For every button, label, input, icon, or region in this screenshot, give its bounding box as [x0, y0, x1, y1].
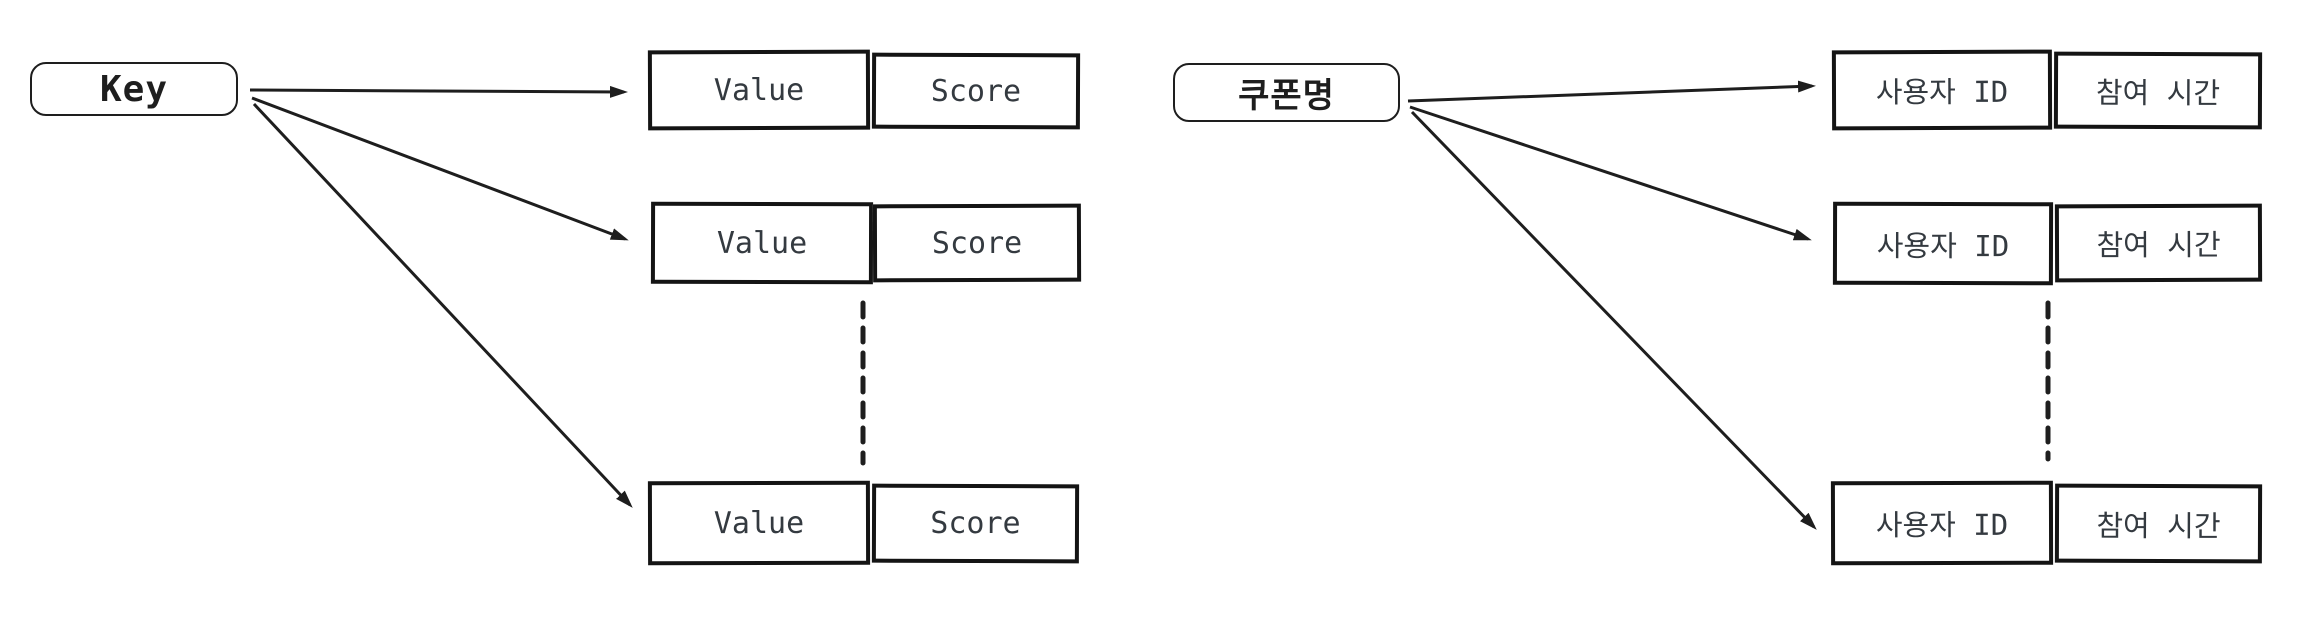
arrow-icon-right-row3	[1410, 110, 1817, 530]
score-cell: Score	[871, 52, 1081, 130]
value-cell: Value	[647, 480, 871, 566]
value-cell: Value	[650, 201, 874, 285]
join-time-cell: 참여 시간	[2053, 51, 2263, 130]
arrow-icon-right-row1	[1407, 80, 1816, 103]
user-id-cell: 사용자 ID	[1832, 201, 2054, 286]
score-cell: Score	[872, 203, 1082, 283]
join-time-cell: 참여 시간	[2054, 483, 2263, 564]
arrow-icon-left-row2	[251, 96, 629, 241]
key-node: Key	[30, 62, 238, 116]
arrow-icon-left-row1	[249, 85, 628, 98]
user-id-cell: 사용자 ID	[1830, 480, 2054, 566]
user-id-cell: 사용자 ID	[1831, 49, 2053, 131]
arrow-icon-left-row3	[252, 102, 633, 508]
score-cell: Score	[871, 483, 1080, 564]
arrow-icon-right-row2	[1409, 105, 1812, 241]
coupon-name-node: 쿠폰명	[1173, 63, 1400, 122]
join-time-cell: 참여 시간	[2054, 203, 2263, 283]
value-cell: Value	[647, 49, 871, 131]
